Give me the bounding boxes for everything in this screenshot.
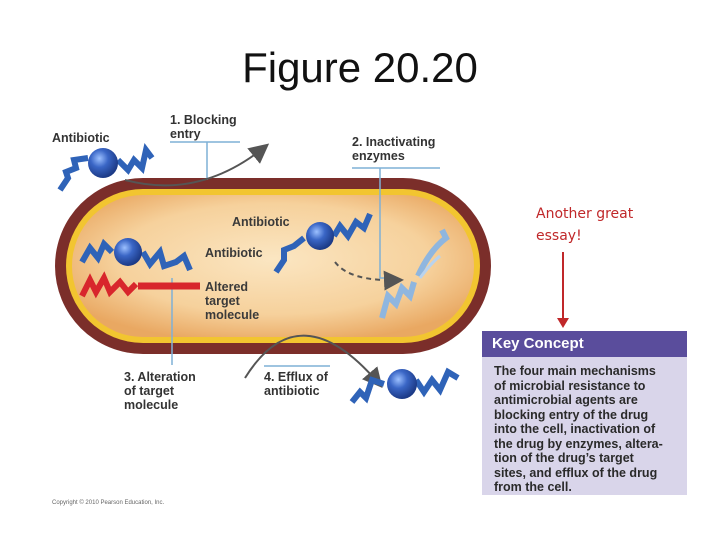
key-concept-heading: Key Concept [482, 331, 687, 357]
key-concept-line: the drug by enzymes, altera- [494, 436, 663, 451]
annotation-line: Another great [536, 206, 634, 222]
slide-title: Figure 20.20 [242, 44, 478, 91]
key-concept-line: into the cell, inactivation of [494, 422, 656, 436]
annotation-arrow [557, 252, 569, 328]
label-efflux-2: antibiotic [264, 384, 320, 398]
label-altered-2: target [205, 294, 241, 308]
antibiotic-molecule-outside [57, 142, 155, 192]
altered-target-molecule [79, 271, 200, 299]
key-concept-line: blocking entry of the drug [494, 407, 649, 422]
key-concept-body: The four main mechanisms of microbial re… [482, 357, 687, 495]
antibiotic-molecule-inside [273, 212, 373, 274]
key-concept-line: of microbial resistance to [494, 378, 646, 393]
label-antibiotic-left: Antibiotic [205, 246, 263, 260]
antibiotic-molecule-efflux [349, 367, 460, 404]
inactivation-arrow [334, 261, 404, 291]
label-antibiotic-outside: Antibiotic [52, 131, 110, 145]
key-concept-line: antimicrobial agents are [494, 393, 638, 407]
label-antibiotic-inside: Antibiotic [232, 215, 290, 229]
annotation-line: essay! [536, 228, 582, 244]
label-inactivating-2: enzymes [352, 149, 405, 163]
label-blocking-entry-1: 1. Blocking [170, 113, 237, 127]
key-concept-line: tion of the drug’s target [494, 451, 634, 465]
handwritten-annotation: Another great essay! [536, 203, 696, 247]
inactivated-antibiotic [379, 228, 450, 319]
key-concept-line: The four main mechanisms [494, 364, 656, 378]
label-altered-1: Altered [205, 280, 248, 294]
blocking-entry-arrow [124, 143, 270, 187]
label-alteration-3: molecule [124, 398, 178, 412]
antibiotic-molecule-left [79, 238, 193, 272]
key-concept-line: sites, and efflux of the drug [494, 465, 658, 480]
label-alteration-1: 3. Alteration [124, 370, 196, 384]
efflux-arrow [244, 334, 383, 389]
copyright-notice: Copyright © 2010 Pearson Education, Inc. [52, 500, 165, 506]
label-altered-3: molecule [205, 308, 259, 322]
label-efflux-1: 4. Efflux of [264, 370, 329, 384]
label-alteration-2: of target [124, 384, 175, 398]
label-inactivating-1: 2. Inactivating [352, 135, 435, 149]
label-blocking-entry-2: entry [170, 127, 201, 141]
key-concept-line: from the cell. [494, 480, 572, 494]
